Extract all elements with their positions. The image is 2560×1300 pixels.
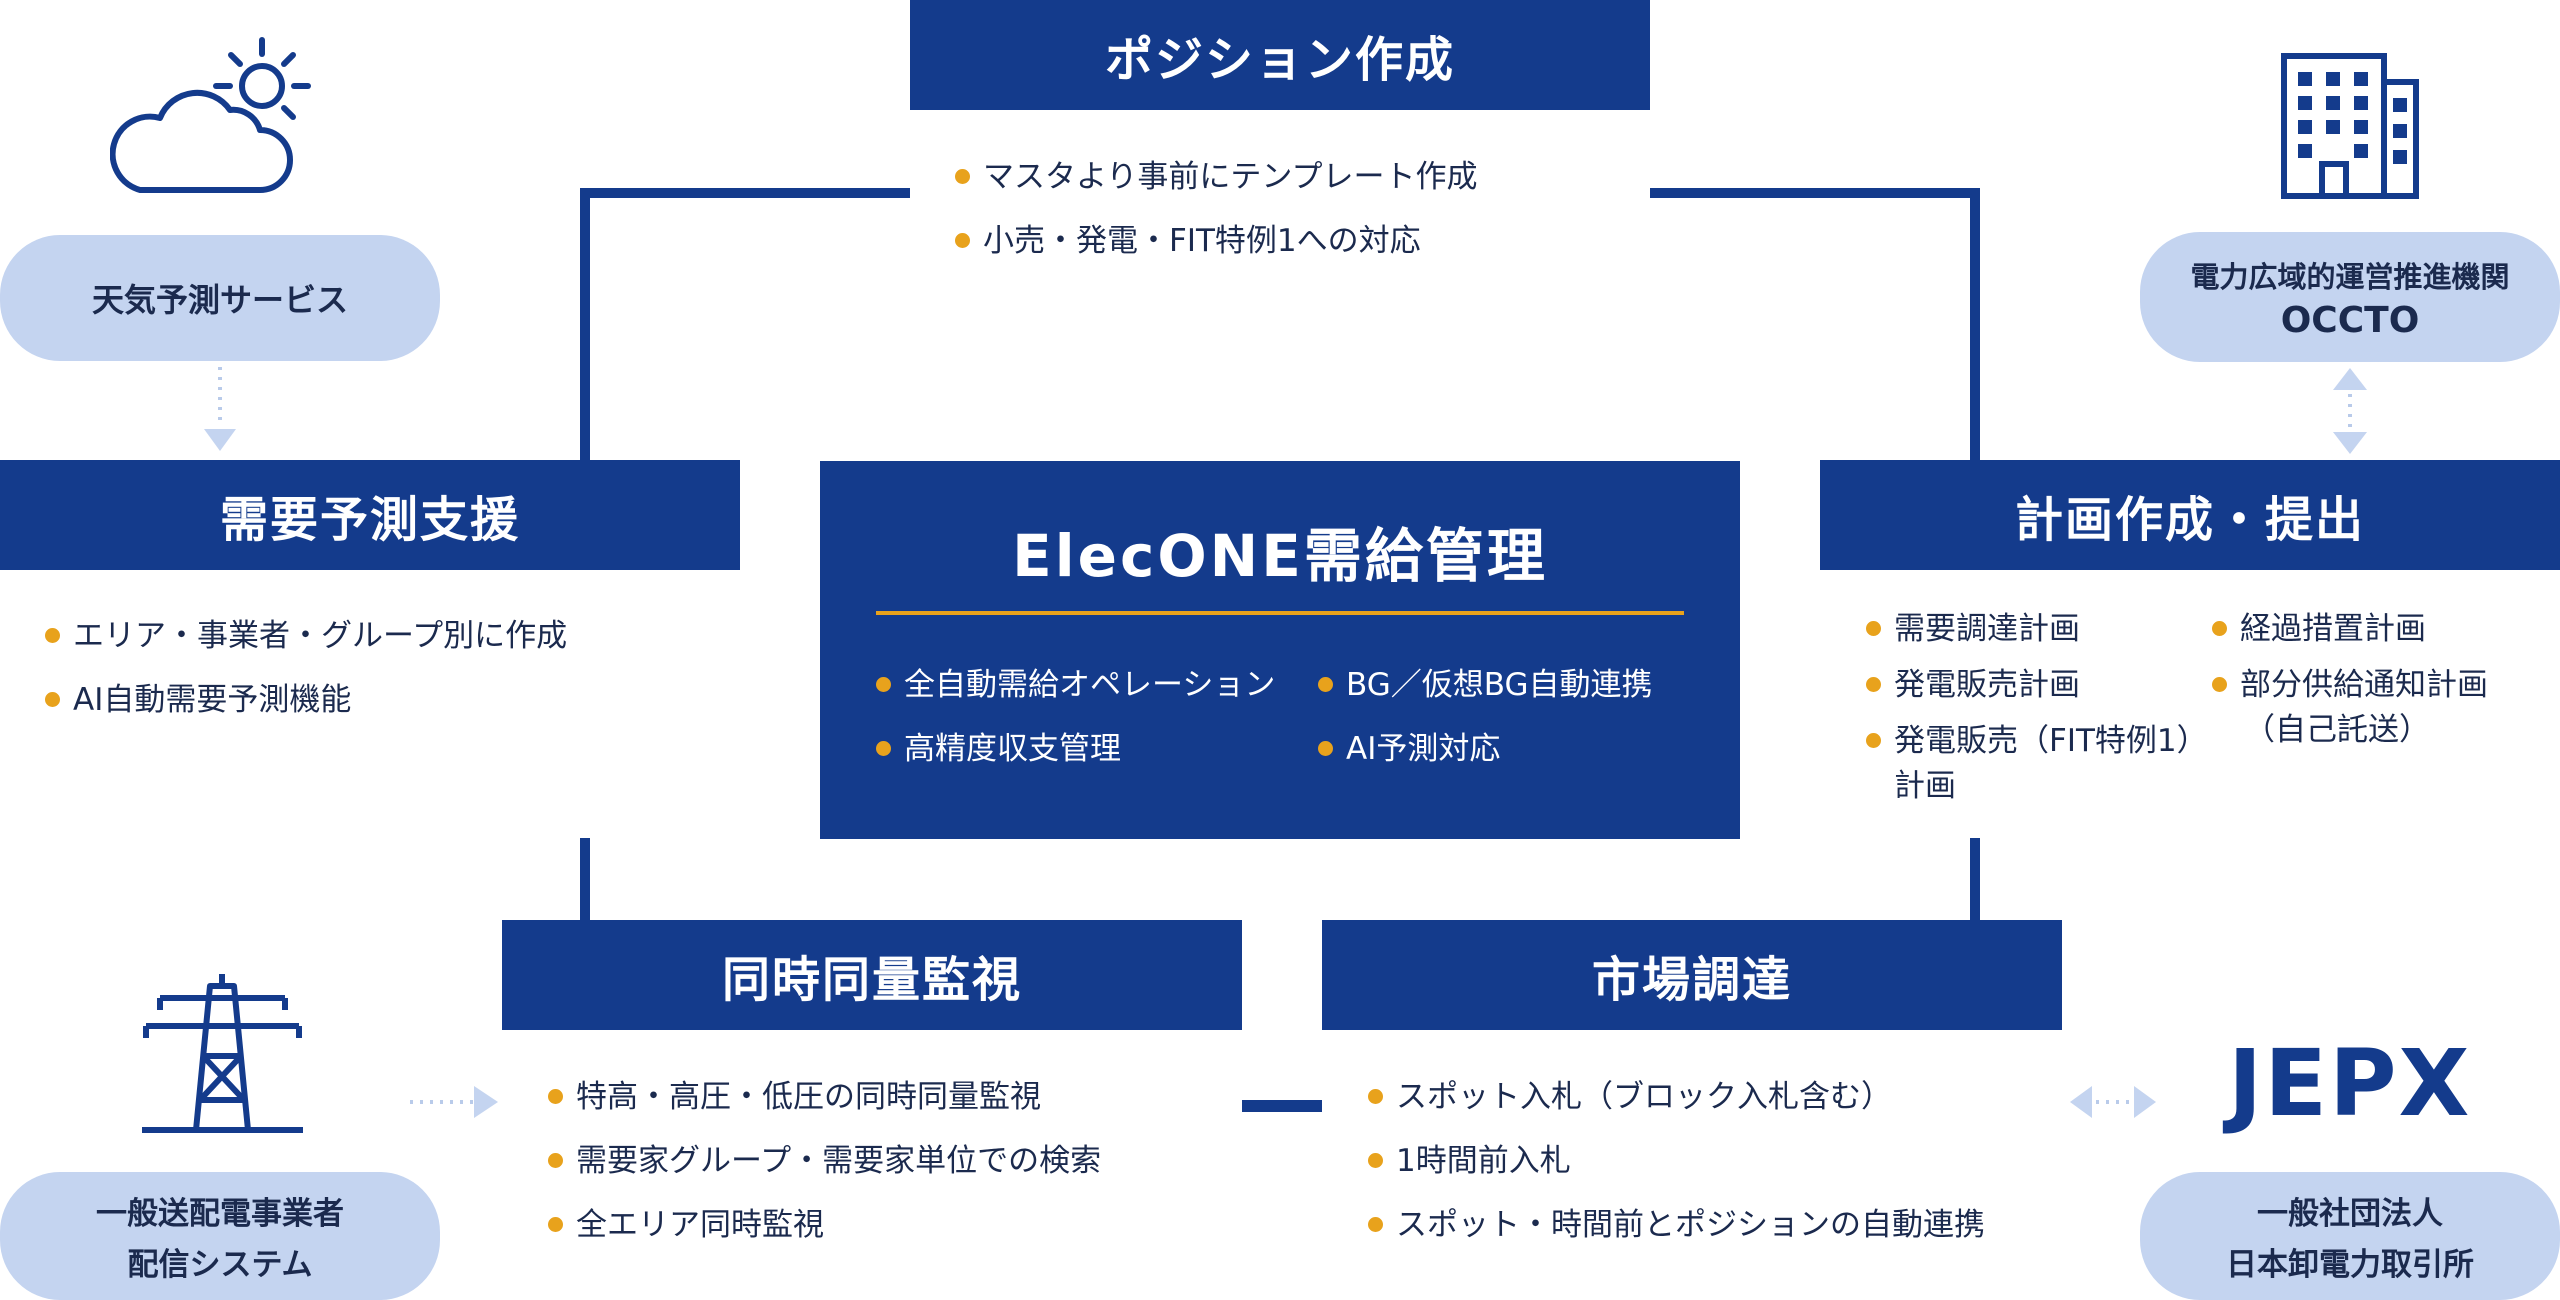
market-header: 市場調達 — [1322, 920, 2062, 1030]
list-item: 需要家グループ・需要家単位での検索 — [548, 1139, 1101, 1183]
connector-bottom-left-v — [580, 838, 590, 920]
position-list: マスタより事前にテンプレート作成 小売・発電・FIT特例1への対応 — [955, 155, 1477, 283]
plan-item-note: （自己託送） — [2244, 712, 2430, 748]
list-item: 高精度収支管理 — [876, 727, 1275, 771]
list-item: 特高・高圧・低圧の同時同量監視 — [548, 1075, 1101, 1119]
list-item: マスタより事前にテンプレート作成 — [955, 155, 1477, 199]
connector-bottom-middle-h — [1242, 1100, 1322, 1112]
jepx-pill: 一般社団法人 日本卸電力取引所 — [2140, 1172, 2560, 1300]
plan-title: 計画作成・提出 — [2014, 492, 2365, 548]
occto-label: 電力広域的運営推進機関 — [2190, 259, 2510, 294]
list-item: 部分供給通知計画 — [2212, 663, 2488, 707]
list-item: AI予測対応 — [1318, 727, 1653, 771]
tso-label-line1: 一般送配電事業者 — [96, 1196, 344, 1232]
occto-abbr: OCCTO — [2280, 299, 2420, 341]
jepx-label-line1: 一般社団法人 — [2257, 1196, 2443, 1232]
connector-top-left-h — [580, 188, 910, 198]
list-item: 需要調達計画 — [1866, 607, 2208, 651]
list-item: 発電販売計画 — [1866, 663, 2208, 707]
jepx-label-line2: 日本卸電力取引所 — [2226, 1247, 2474, 1283]
center-list-right: BG／仮想BG自動連携 AI予測対応 — [1318, 663, 1653, 791]
building-icon — [2281, 53, 2419, 199]
position-header: ポジション作成 — [910, 0, 1650, 110]
list-item: エリア・事業者・グループ別に作成 — [45, 614, 567, 658]
monitor-title: 同時同量監視 — [721, 952, 1022, 1008]
tso-label-line2: 配信システム — [127, 1247, 313, 1283]
bidirectional-arrow-icon — [2333, 368, 2367, 454]
demand-title: 需要予測支援 — [219, 492, 520, 548]
list-item: 発電販売（FIT特例1） — [1866, 719, 2208, 763]
weather-pill: 天気予測サービス — [0, 235, 440, 361]
occto-pill: 電力広域的運営推進機関 OCCTO — [2140, 232, 2560, 362]
market-title: 市場調達 — [1591, 952, 1792, 1008]
list-item: スポット・時間前とポジションの自動連携 — [1368, 1203, 1985, 1247]
center-title: ElecONE需給管理 — [1012, 522, 1548, 590]
list-item: 全エリア同時監視 — [548, 1203, 1101, 1247]
plan-header: 計画作成・提出 — [1820, 460, 2560, 570]
demand-list: エリア・事業者・グループ別に作成 AI自動需要予測機能 — [45, 614, 567, 742]
connector-top-right-v — [1970, 188, 1980, 460]
arrow-right-icon — [410, 1086, 498, 1118]
list-item: BG／仮想BG自動連携 — [1318, 663, 1653, 707]
plan-list-left: 需要調達計画 発電販売計画 発電販売（FIT特例1） — [1866, 607, 2208, 763]
monitor-header: 同時同量監視 — [502, 920, 1242, 1030]
list-item: 経過措置計画 — [2212, 607, 2488, 651]
list-item: 全自動需給オペレーション — [876, 663, 1275, 707]
center-divider — [876, 611, 1684, 615]
market-list: スポット入札（ブロック入札含む） 1時間前入札 スポット・時間前とポジションの自… — [1368, 1075, 1985, 1267]
plan-item-continuation: 計画 — [1894, 768, 1956, 804]
list-item: AI自動需要予測機能 — [45, 678, 567, 722]
demand-header: 需要予測支援 — [0, 460, 740, 570]
list-item: 1時間前入札 — [1368, 1139, 1985, 1183]
list-item: スポット入札（ブロック入札含む） — [1368, 1075, 1985, 1119]
jepx-logo: JEPX — [2228, 1030, 2472, 1137]
center-list-left: 全自動需給オペレーション 高精度収支管理 — [876, 663, 1275, 791]
connector-top-left-v — [580, 188, 590, 460]
list-item: 小売・発電・FIT特例1への対応 — [955, 219, 1477, 263]
bidirectional-arrow-horizontal-icon — [2070, 1086, 2156, 1118]
monitor-list: 特高・高圧・低圧の同時同量監視 需要家グループ・需要家単位での検索 全エリア同時… — [548, 1075, 1101, 1267]
plan-list-right: 経過措置計画 部分供給通知計画 — [2212, 607, 2488, 707]
center-box: ElecONE需給管理 全自動需給オペレーション 高精度収支管理 BG／仮想BG… — [820, 461, 1740, 839]
tso-pill: 一般送配電事業者 配信システム — [0, 1172, 440, 1300]
connector-top-right-h — [1650, 188, 1980, 198]
position-title: ポジション作成 — [1104, 32, 1455, 88]
power-tower-icon — [142, 974, 303, 1133]
connector-bottom-right-v — [1970, 838, 1980, 920]
weather-label: 天気予測サービス — [91, 281, 348, 319]
weather-icon — [110, 37, 311, 193]
arrow-down-icon — [204, 367, 236, 451]
